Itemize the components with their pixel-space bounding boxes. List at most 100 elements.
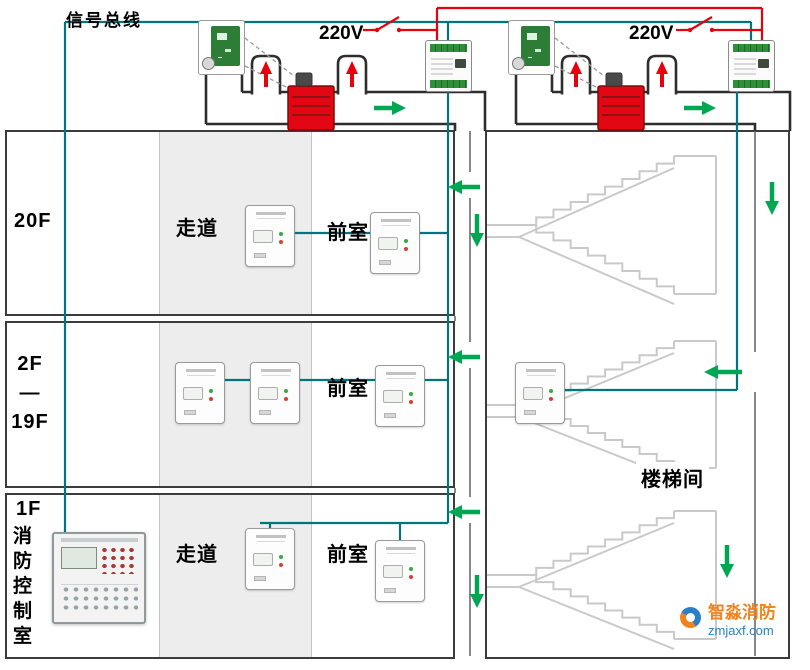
led-indicator (209, 389, 213, 393)
controller-display (758, 59, 769, 68)
pressurization-controller-device (425, 40, 472, 92)
device-model-text (256, 212, 286, 215)
brand-name: 智淼消防 (708, 603, 776, 622)
led-indicator (409, 575, 413, 579)
device-display (383, 565, 403, 578)
pressure-sensor-device (245, 205, 295, 267)
airflow-arrow-down (470, 575, 484, 608)
pressure-sensor-device (245, 528, 295, 590)
voltage-label: 220V (319, 23, 364, 44)
device-display (378, 237, 398, 250)
led-indicator (284, 397, 288, 401)
floor-label-dash: — (19, 382, 41, 404)
device-display (183, 387, 203, 400)
actuator-dial (202, 57, 215, 70)
control-room-label: 消防控制室 (13, 526, 33, 648)
pcb-component (527, 33, 537, 40)
pressure-sensor-device (375, 540, 425, 602)
device-display (253, 553, 273, 566)
led-indicator (284, 389, 288, 393)
pressure-sensor-device (370, 212, 420, 274)
led-indicator (404, 239, 408, 243)
device-button (384, 588, 396, 593)
intake-arrow-up (656, 61, 668, 87)
floor-label-19f: 19F (11, 411, 49, 433)
device-button (379, 260, 391, 265)
led-indicator (279, 563, 283, 567)
controller-markings (734, 57, 756, 75)
led-indicator (279, 232, 283, 236)
airflow-arrow-right (374, 101, 406, 115)
device-display (253, 230, 273, 243)
watermark: 智淼消防 zmjaxf.com (680, 603, 776, 638)
controller-display (455, 59, 466, 68)
intake-arrow-up (570, 61, 582, 87)
fire-damper-icon (287, 72, 335, 131)
damper-actuator-detail (198, 20, 245, 75)
led-indicator (409, 400, 413, 404)
device-button (384, 413, 396, 418)
vestibule-label-1f: 前室 (327, 544, 369, 566)
airflow-arrow-down (470, 214, 484, 247)
floor-label-1f: 1F (16, 498, 42, 520)
terminal-strip (430, 80, 467, 88)
pressure-sensor-device (250, 362, 300, 424)
airflow-arrow-right (684, 101, 716, 115)
device-display (383, 390, 403, 403)
corridor-label-20f: 走道 (176, 218, 218, 240)
stairwell-label: 楼梯间 (636, 462, 709, 493)
terminal-strip (733, 44, 770, 52)
pressure-sensor-device (375, 365, 425, 427)
panel-keypad (61, 584, 138, 614)
device-button (254, 253, 266, 258)
device-model-text (261, 369, 291, 372)
device-button (254, 576, 266, 581)
terminal-strip (733, 80, 770, 88)
panel-header (61, 538, 138, 542)
device-model-text (386, 547, 416, 550)
vestibule-label-20f: 前室 (327, 222, 369, 244)
terminal-strip (430, 44, 467, 52)
pcb-board (211, 26, 240, 66)
intake-arrow-up (260, 61, 272, 87)
actuator-dial (512, 57, 525, 70)
led-indicator (549, 389, 553, 393)
device-display (258, 387, 278, 400)
signal-bus-label: 信号总线 (66, 11, 142, 30)
power-lines (363, 6, 764, 40)
led-indicator (409, 392, 413, 396)
corridor-label-1f: 走道 (176, 544, 218, 566)
panel-button-grid (100, 546, 138, 574)
fire-alarm-control-panel (52, 532, 146, 624)
pressurization-controller-device (728, 40, 775, 92)
device-display (523, 387, 543, 400)
device-button (524, 410, 536, 415)
device-model-text (186, 369, 216, 372)
floor-label-2f: 2F (17, 353, 43, 375)
brand-site: zmjaxf.com (708, 622, 774, 638)
panel-screen (61, 547, 97, 569)
fire-damper-icon (597, 72, 645, 131)
device-model-text (386, 372, 416, 375)
led-indicator (409, 567, 413, 571)
pressure-sensor-device (515, 362, 565, 424)
vestibule-label-2f-19f: 前室 (327, 378, 369, 400)
led-indicator (209, 397, 213, 401)
pcb-component (217, 33, 227, 40)
device-model-text (381, 219, 411, 222)
brand-logo-icon (680, 607, 701, 628)
pressure-sensor-device (175, 362, 225, 424)
led-indicator (279, 240, 283, 244)
voltage-label: 220V (629, 23, 674, 44)
controller-markings (431, 57, 453, 75)
device-button (259, 410, 271, 415)
intake-arrow-up (346, 61, 358, 87)
device-model-text (526, 369, 556, 372)
led-indicator (549, 397, 553, 401)
device-model-text (256, 535, 286, 538)
led-indicator (279, 555, 283, 559)
damper-actuator-detail (508, 20, 555, 75)
device-button (184, 410, 196, 415)
led-indicator (404, 247, 408, 251)
